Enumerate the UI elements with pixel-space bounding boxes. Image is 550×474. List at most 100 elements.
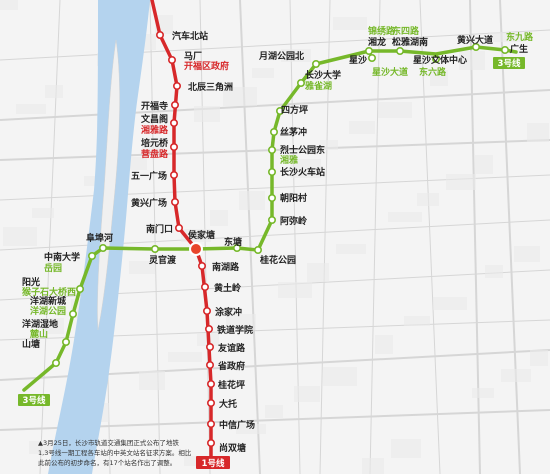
line1-station-label: 黄兴广场 [131,197,167,209]
line3-station-dot [99,244,108,253]
line1-station-alt-label: 营盘路 [141,148,169,160]
line3-station-label: 桂花公园 [259,254,296,266]
line3-badge-east: 3号线 [493,57,525,69]
metro-stations [51,30,509,447]
line3-station-alt-label: 雅雀湖 [304,80,332,92]
line3-station-label: 松雅湖南 [392,36,428,48]
line3-station-dot [61,337,70,346]
line3-station-label: 洋湖湿地 [22,318,58,330]
line1-station-dot [171,101,180,110]
line1-station-dot [173,82,182,91]
line1-station-alt-label: 湘雅路 [141,124,169,136]
line3-station-label: 阿弥岭 [280,215,307,227]
line1-station-label: 开福寺 [141,100,168,112]
line3-station-dot [254,246,263,255]
line3-station-dot [364,46,373,55]
line3-station-dot [51,358,60,367]
line3-station-label: 山塘 [22,338,40,350]
line1-station-dot [170,119,179,128]
line3-station-label: 长沙大学 [305,69,341,81]
line3-station-label: 灵官渡 [148,254,177,266]
line3-badge-east-text: 3号线 [498,58,521,69]
line3-station-alt-label: 东六路 [419,66,447,78]
line3-station-label: 洋湖新城 [30,295,66,307]
line3-station-label: 阳光 [22,276,40,288]
line1-station-dot [207,438,216,447]
line3-station-alt-label: 岳园 [44,262,62,274]
line1-station-dot [198,261,207,270]
caption-line-2: 1,3号线一期工程各车站的中英文站名征求方案。相比 [38,448,192,457]
line1-station-label: 中信广场 [219,419,255,431]
line3-station-label: 中南大学 [44,251,80,263]
line3-station-label: 黄兴大道 [457,34,493,46]
line1-station-label: 马厂 [184,51,202,62]
line1-station-dot [156,30,165,39]
line3-station-dot [500,45,509,54]
line3-badge-west-text: 3号线 [23,395,46,406]
line1-interchange-station [189,242,203,256]
line3-station-dot [267,146,276,155]
line3-station-dot [311,59,320,68]
line3-station-alt-label: 东九路 [506,31,534,43]
line1-station-label: 铁道学院 [217,324,253,336]
xiang-river [48,0,150,474]
line3-station-dot [76,284,85,293]
line1-station-label: 汽车北站 [172,30,208,42]
line1-station-dot [170,143,179,152]
line1-station-label: 尚双塘 [219,442,246,454]
line3-station-alt-label: 麓山 [29,328,48,340]
line1-station-dot [168,55,177,64]
line3-station-alt-label: 星沙大道 [372,66,408,78]
line1-station-label: 黄土岭 [214,282,241,294]
line3-station-label: 丝茅冲 [280,126,307,138]
line-badges: 3号线 3号线 1号线 [18,57,525,469]
line3-station-dot [88,252,97,261]
line1-station-dot [206,360,215,369]
line1-station-label: 涂家冲 [215,306,242,318]
caption-block: ▲3月25日，长沙市轨道交通集团正式公布了地铁 1,3号线一期工程各车站的中英文… [38,438,192,467]
line3-station-alt-label: 湘雅 [280,154,298,166]
line1-station-label: 五一广场 [131,170,167,182]
line1-badge: 1号线 [196,456,230,469]
line1-station-label: 北辰三角洲 [188,81,233,93]
line3-station-dot [431,54,440,63]
line1-station-label: 南湖路 [212,261,240,273]
line1-station-dot [170,171,179,180]
line1-badge-text: 1号线 [202,458,225,469]
station-labels: 山塘洋湖湿地麓山洋湖新城洋湖公园阳光猴子石大桥西中南大学岳园阜埠河灵官渡东塘桂花… [22,25,534,454]
line3-station-label: 阜埠河 [86,232,113,244]
line3-station-label: 湘龙 [368,36,386,48]
line1-station-label: 培元桥 [141,137,169,149]
caption-line-1: ▲3月25日，长沙市轨道交通集团正式公布了地铁 [38,438,179,447]
line3-station-dot [267,194,276,203]
line1-station-label: 大托 [219,398,237,410]
line1-station-label: 省政府 [217,360,245,372]
line3-station-alt-label: 猴子石大桥西 [22,286,76,298]
line1-station-dot [207,419,216,428]
line1-station-dot [207,379,216,388]
line3-station-dot [151,245,160,254]
line3-station-alt-label: 锦绣路 [368,25,396,37]
line3-station-dot [296,79,305,88]
line3-station-dot [233,244,242,253]
line3-station-label: 朝阳村 [280,192,307,204]
line3-station-dot [367,53,376,62]
line1-station-dot [171,198,180,207]
line1-station-label: 南门口 [146,223,173,235]
line1-station-dot [175,224,184,233]
line3-station-dot [267,216,276,225]
line1-station-label: 桂花坪 [217,379,245,391]
line3-station-label: 长沙火车站 [280,166,325,178]
line3-station-label: 星沙 [349,55,367,66]
line3-station-label: 东塘 [224,236,242,248]
line1-station-dot [201,282,210,291]
line1-station-label: 友谊路 [218,342,246,354]
line3-station-dot [275,107,284,116]
line3-station-dot [395,46,404,55]
line1-station-dot [203,306,212,315]
line1-station-alt-label: 开福区政府 [184,60,229,72]
line3-station-label: 星沙文体中心 [413,54,467,66]
line3-station-dot [471,42,480,51]
